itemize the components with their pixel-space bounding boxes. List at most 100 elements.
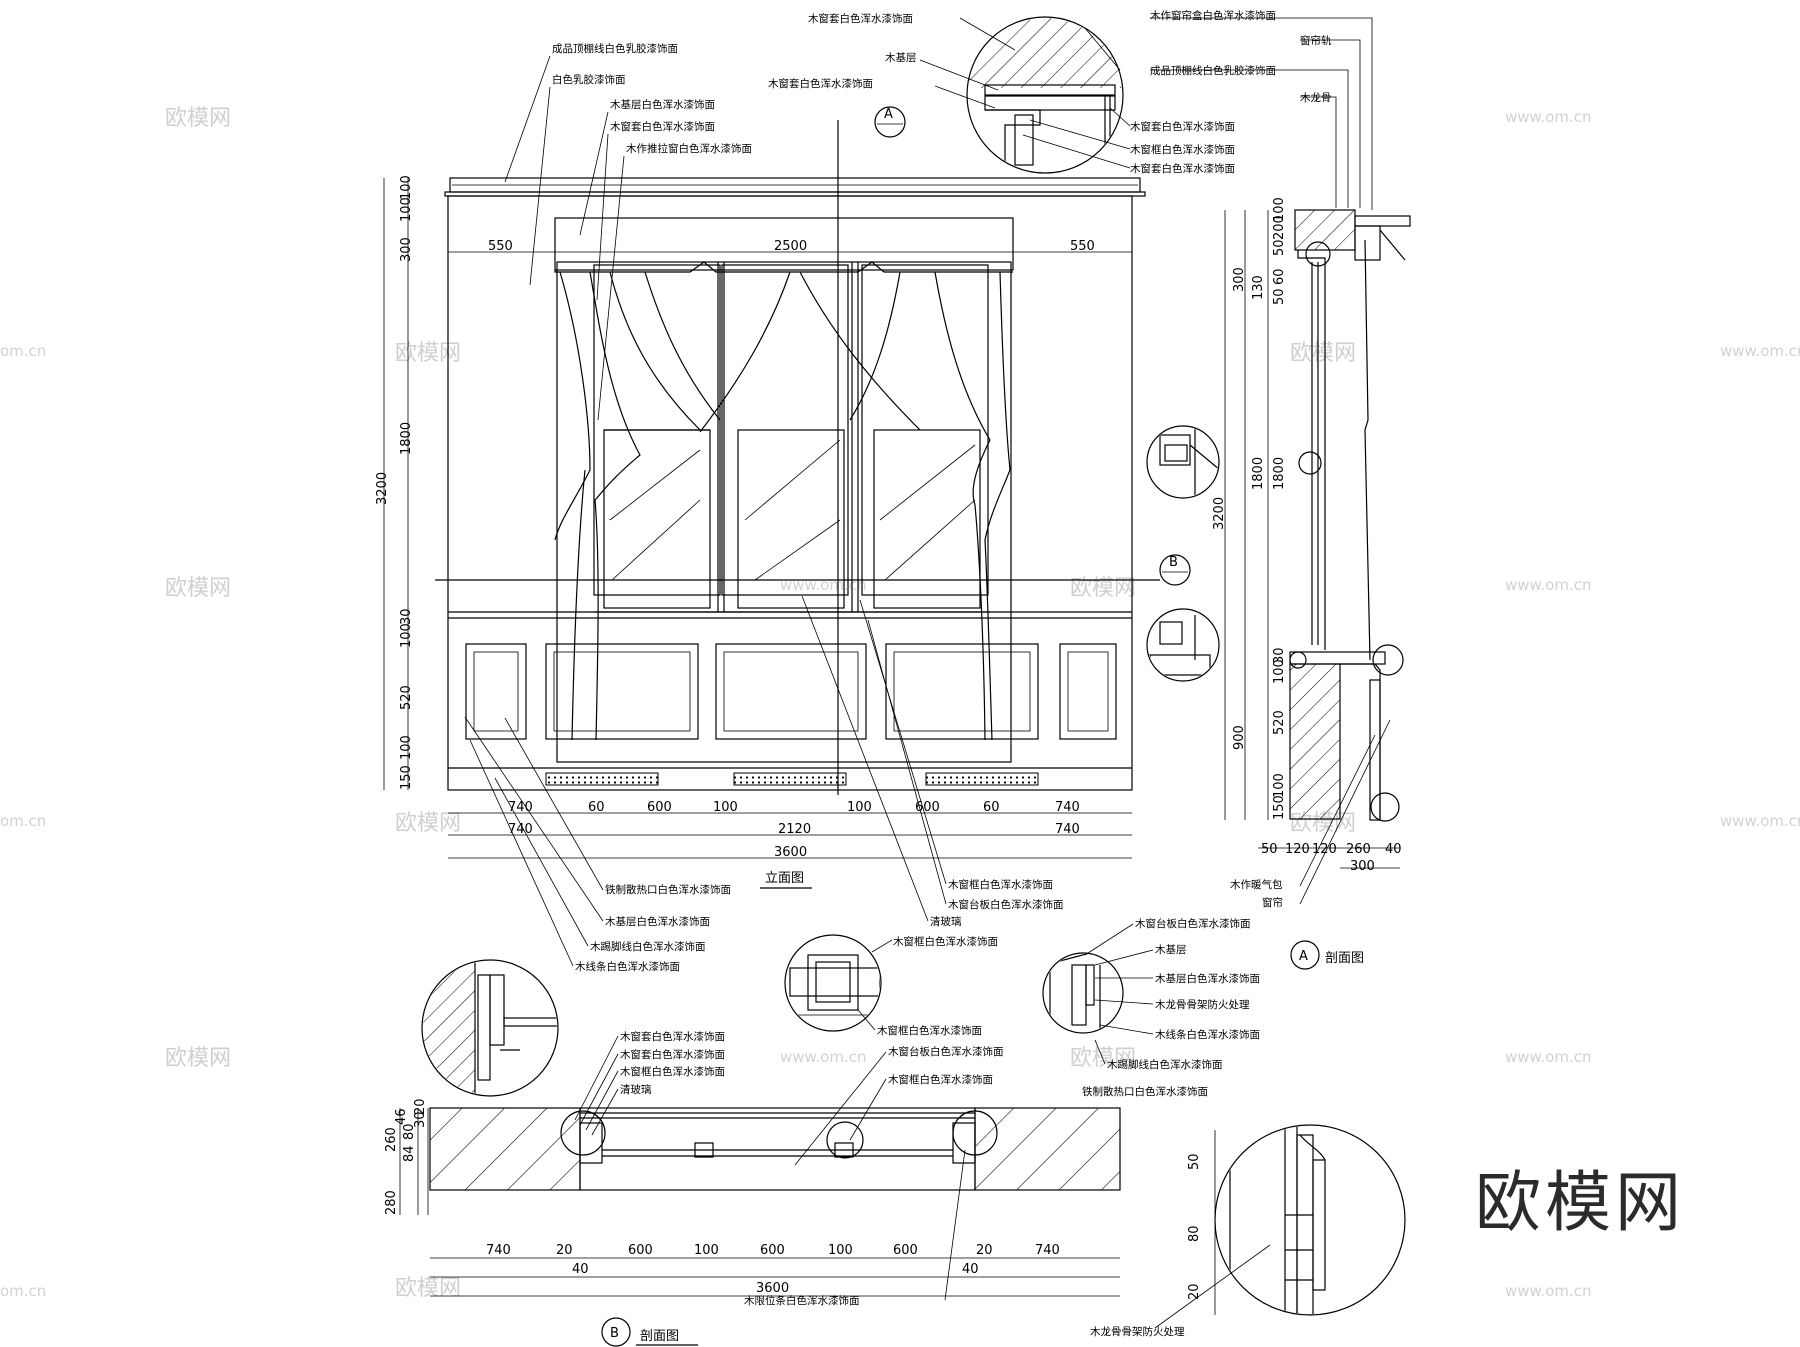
watermark-url: www.om.cn — [1720, 812, 1800, 830]
annotation: 成品顶棚线白色乳胶漆饰面 — [1150, 64, 1276, 77]
watermark-url: om.cn — [0, 342, 46, 360]
curtain — [554, 271, 1011, 741]
svg-text:60: 60 — [1272, 268, 1287, 285]
annotation: 木龙骨骨架防火处理 — [1090, 1325, 1185, 1338]
svg-text:520: 520 — [1272, 710, 1287, 735]
detail-dimensions: 50 80 20 — [1187, 1153, 1202, 1300]
svg-text:600: 600 — [628, 1243, 653, 1258]
svg-text:600: 600 — [760, 1243, 785, 1258]
elevation-notes-top: 成品顶棚线白色乳胶漆饰面 白色乳胶漆饰面 木基层白色浑水漆饰面 木窗套白色浑水漆… — [504, 42, 752, 421]
svg-text:740: 740 — [1035, 1243, 1060, 1258]
annotation: 木窗台板白色浑水漆饰面 — [948, 898, 1064, 911]
wall-outline — [447, 195, 1133, 791]
watermark: 欧模网 — [395, 341, 461, 366]
svg-text:740: 740 — [1055, 822, 1080, 837]
annotation: 木作暖气包 — [1230, 878, 1283, 891]
annotation: 木窗套白色浑水漆饰面 — [620, 1048, 725, 1061]
annotation: 木基层 — [885, 51, 917, 64]
watermark-url: www.om.cn — [1505, 1048, 1592, 1066]
watermarks: 欧模网 欧模网 欧模网 欧模网 欧模网 欧模网 欧模网 欧模网 欧模网 欧模网 … — [0, 106, 1800, 1301]
svg-text:46: 46 — [394, 1108, 409, 1125]
section-marker-b — [601, 1317, 631, 1347]
section-b-title: 剖面图 — [640, 1329, 679, 1344]
annotation: 窗帘 — [1262, 896, 1283, 909]
svg-text:740: 740 — [1055, 800, 1080, 815]
watermark-url: om.cn — [0, 1282, 46, 1300]
annotation: 木基层白色浑水漆饰面 — [610, 98, 715, 111]
svg-text:3200: 3200 — [1212, 497, 1227, 530]
svg-text:100: 100 — [713, 800, 738, 815]
wainscot-panels — [465, 643, 1117, 740]
annotation: 木线条白色浑水漆饰面 — [575, 960, 680, 973]
annotation: 木窗台板白色浑水漆饰面 — [888, 1045, 1004, 1058]
svg-text:130: 130 — [1251, 275, 1266, 300]
svg-text:100: 100 — [694, 1243, 719, 1258]
annotation: 木限位条白色浑水漆饰面 — [744, 1294, 860, 1307]
watermark-url: om.cn — [0, 812, 46, 830]
annotation: 木基层白色浑水漆饰面 — [1155, 972, 1260, 985]
annotation: 木窗套白色浑水漆饰面 — [808, 12, 913, 25]
annotation: 木作窗帘盒白色浑水漆饰面 — [1150, 9, 1276, 22]
svg-text:100: 100 — [399, 197, 414, 222]
watermark: 欧模网 — [165, 1046, 231, 1071]
bottom-dimensions: 740 60 600 100 100 600 60 740 740 2120 7… — [508, 800, 1080, 860]
svg-text:20: 20 — [976, 1243, 993, 1258]
svg-text:100: 100 — [828, 1243, 853, 1258]
section-a-view: 200 100 300 50 130 60 50 1800 1800 3200 … — [1212, 197, 1411, 970]
annotation: 木窗框白色浑水漆饰面 — [948, 878, 1053, 891]
svg-text:100: 100 — [399, 623, 414, 648]
left-dimensions: 100 100 300 1800 30 100 520 100 150 3200 — [375, 175, 414, 790]
detail-window-head — [1146, 425, 1220, 499]
section-marker-a — [874, 106, 906, 138]
svg-text:80: 80 — [1187, 1225, 1202, 1242]
svg-text:50: 50 — [1187, 1153, 1202, 1170]
section-marker-label: B — [610, 1326, 619, 1341]
annotation: 窗帘轨 — [1300, 34, 1332, 47]
svg-text:100: 100 — [399, 175, 414, 200]
elevation-view: A B 550 2500 550 100 100 300 1800 30 100… — [375, 106, 1191, 889]
annotation: 木窗套白色浑水漆饰面 — [610, 120, 715, 133]
svg-text:260: 260 — [384, 1127, 399, 1152]
svg-text:300: 300 — [1350, 859, 1375, 874]
svg-text:30: 30 — [399, 608, 414, 625]
svg-text:600: 600 — [647, 800, 672, 815]
svg-text:740: 740 — [508, 822, 533, 837]
annotation: 白色乳胶漆饰面 — [552, 73, 626, 86]
svg-text:30: 30 — [1272, 647, 1287, 664]
window-sash — [593, 264, 721, 609]
watermark-url: www.om.cn — [780, 576, 867, 594]
svg-text:900: 900 — [1232, 725, 1247, 750]
svg-text:100: 100 — [1272, 773, 1287, 798]
svg-text:100: 100 — [1272, 659, 1287, 684]
svg-text:20: 20 — [413, 1098, 428, 1115]
annotation: 木基层 — [1155, 943, 1187, 956]
annotation: 清玻璃 — [930, 915, 962, 928]
svg-text:50: 50 — [1261, 842, 1278, 857]
annotation: 木窗框白色浑水漆饰面 — [620, 1065, 725, 1078]
window-frame — [556, 261, 1012, 763]
annotation: 木窗框白色浑水漆饰面 — [893, 935, 998, 948]
svg-text:300: 300 — [1232, 267, 1247, 292]
window-sash — [861, 264, 989, 609]
section-marker-label: B — [1169, 555, 1178, 570]
watermark: 欧模网 — [395, 811, 461, 836]
dimension-label: 550 — [1070, 239, 1095, 254]
svg-text:2120: 2120 — [778, 822, 811, 837]
dimension-label: 2500 — [774, 239, 807, 254]
svg-text:740: 740 — [486, 1243, 511, 1258]
svg-text:40: 40 — [962, 1262, 979, 1277]
section-a-vertical-dims: 200 100 300 50 130 60 50 1800 1800 3200 … — [1212, 197, 1287, 820]
annotation: 铁制散热口白色浑水漆饰面 — [1082, 1085, 1208, 1098]
radiator-grille — [925, 772, 1039, 786]
curtain-box — [554, 217, 1014, 271]
detail-window-sill — [1146, 608, 1220, 682]
watermark-url: www.om.cn — [1720, 342, 1800, 360]
svg-text:84: 84 — [402, 1145, 417, 1162]
section-marker-a — [1290, 940, 1320, 970]
watermark: 欧模网 — [1290, 341, 1356, 366]
detail-curtain-box — [966, 16, 1124, 174]
svg-text:520: 520 — [399, 685, 414, 710]
window-sash — [721, 264, 849, 609]
watermark: 欧模网 — [165, 106, 231, 131]
svg-text:20: 20 — [556, 1243, 573, 1258]
